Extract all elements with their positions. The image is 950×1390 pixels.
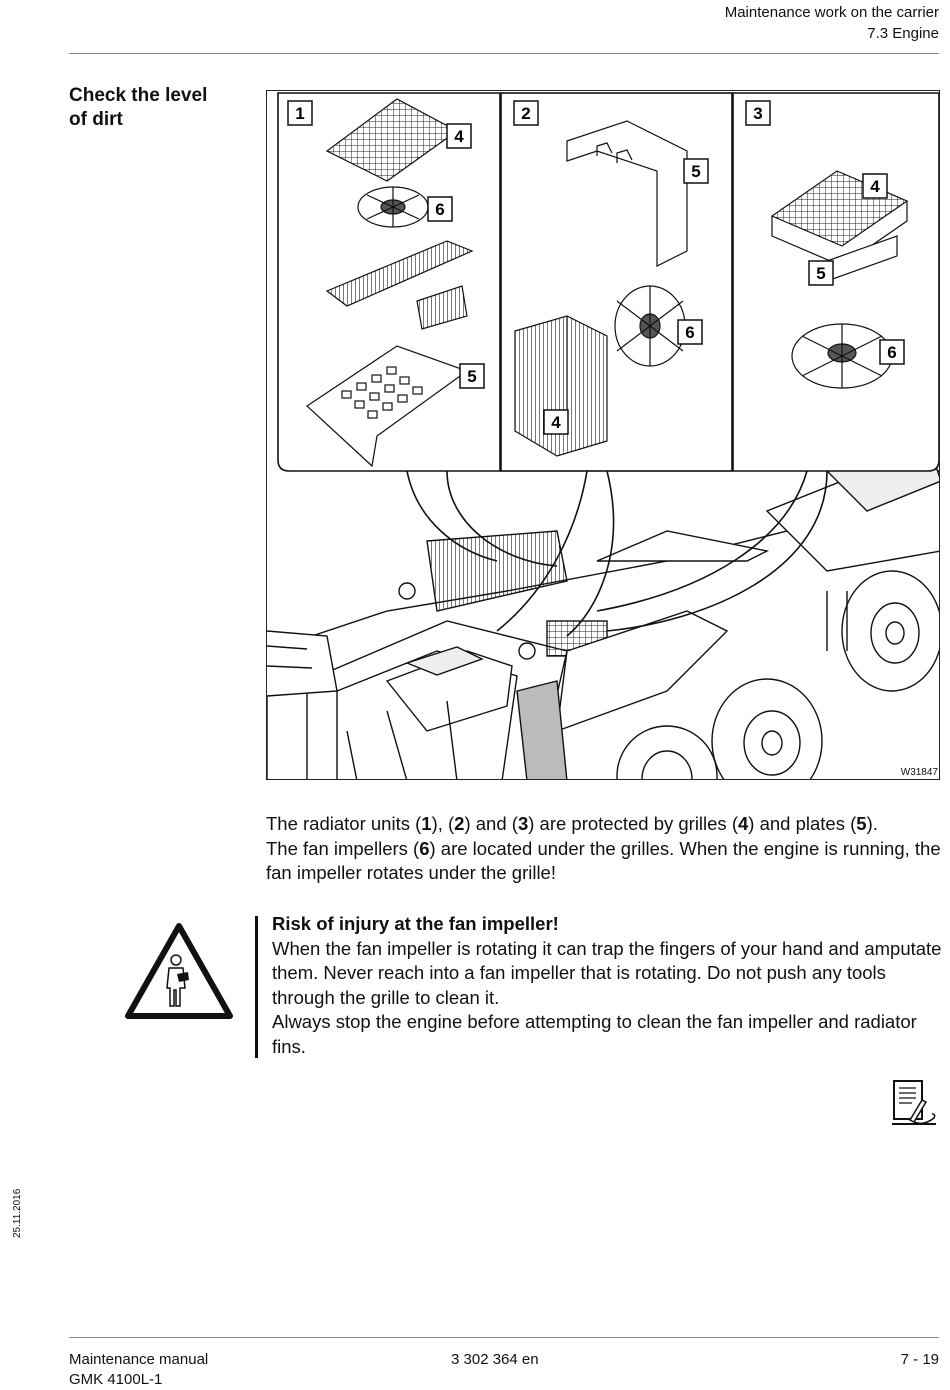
panel-1-parts [306,98,474,468]
footer-docnumber: 3 302 364 en [451,1351,539,1368]
panel-label-2: 2 [513,100,539,126]
warning-bar [255,916,258,1058]
body-paragraph: The radiator units (1), (2) and (3) are … [266,812,946,886]
body-line-2: The fan impellers (6) are located under … [266,837,941,884]
warning-title: Risk of injury at the fan impeller! [272,913,559,934]
callout-6-panel1: 6 [427,196,453,222]
callout-text: 5 [691,162,700,181]
callout-text: 4 [870,177,880,196]
callout-text: 6 [887,343,896,362]
footer-manual-title: Maintenance manual [69,1351,209,1368]
warning-triangle-hand-injury-icon [122,920,236,1029]
section-title: Check the level of dirt [69,84,239,132]
callout-text: 4 [551,413,561,432]
callout-text: 6 [685,323,694,342]
panel-label-1: 1 [287,100,313,126]
figure-id: W31847 [901,767,939,778]
panel-label-1-text: 1 [295,104,304,123]
warning-text-2: Always stop the engine before attempting… [272,1011,917,1057]
panel-label-2-text: 2 [521,104,530,123]
callout-text: 5 [467,367,476,386]
radiator-illustration: 1 2 3 4 6 5 5 6 4 4 5 6 W31847 [266,90,940,780]
callout-4-panel3: 4 [862,173,888,199]
note-document-icon [890,1078,940,1133]
callout-text: 6 [435,200,444,219]
callout-text: 5 [816,264,825,283]
side-date-text: 25.11.2016 [12,1188,23,1238]
footer-page-number: 7 - 19 [900,1351,939,1368]
footer-left: Maintenance manual GMK 4100L-1 [69,1350,208,1390]
crane-drawing [267,420,939,779]
panel-label-3: 3 [745,100,771,126]
footer-rule [69,1337,939,1338]
callout-5-panel3: 5 [808,260,834,286]
header-chapter: Maintenance work on the carrier [724,4,939,21]
callout-6-panel2: 6 [677,319,703,345]
callout-4-panel2: 4 [543,409,569,435]
side-date: 25.11.2016 [4,1189,34,1242]
warning-block: Risk of injury at the fan impeller! When… [272,912,944,1059]
callout-5-panel1: 5 [459,363,485,389]
section-title-line1: Check the level [69,85,208,106]
header-section: 7.3 Engine [867,25,939,42]
header-rule [69,53,939,54]
body-line-1: The radiator units (1), (2) and (3) are … [266,813,878,834]
section-title-line2: of dirt [69,109,123,130]
callout-text: 4 [454,127,464,146]
callout-4-panel1: 4 [446,123,472,149]
running-header: Maintenance work on the carrier 7.3 Engi… [725,2,939,44]
panel-label-3-text: 3 [753,104,762,123]
warning-text-1: When the fan impeller is rotating it can… [272,937,942,1008]
footer-model: GMK 4100L-1 [69,1371,163,1388]
callout-5-panel2: 5 [683,158,709,184]
callout-6-panel3: 6 [879,339,905,365]
